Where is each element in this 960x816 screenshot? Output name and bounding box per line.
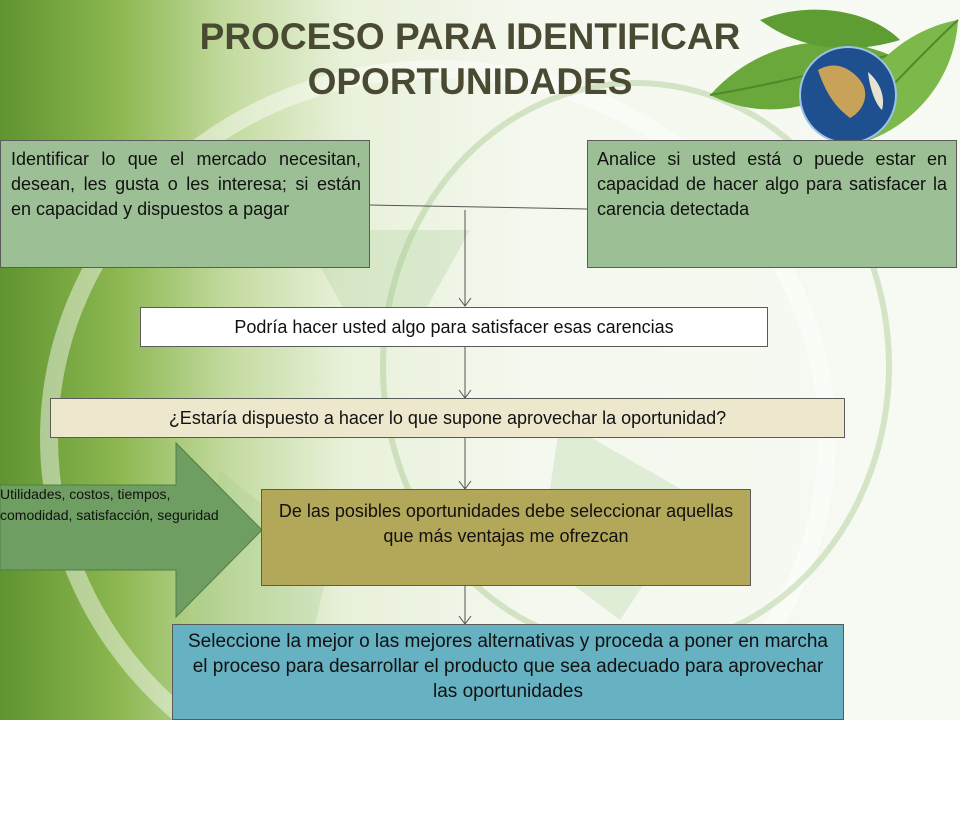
box-market-needs: Identificar lo que el mercado necesitan,… bbox=[0, 140, 370, 268]
flow-connectors bbox=[0, 204, 588, 625]
box-could-do: Podría hacer usted algo para satisfacer … bbox=[140, 307, 768, 347]
box-select-best: De las posibles oportunidades debe selec… bbox=[261, 489, 751, 586]
connector-join-line bbox=[369, 204, 588, 210]
globe-leaves-icon bbox=[709, 9, 959, 151]
criteria-arrow-shape bbox=[0, 441, 263, 619]
criteria-arrow-text: Utilidades, costos, tiempos, comodidad, … bbox=[0, 486, 219, 523]
box-final: Seleccione la mejor o las mejores altern… bbox=[172, 624, 844, 720]
box-willing: ¿Estaría dispuesto a hacer lo que supone… bbox=[50, 398, 845, 438]
arrowhead-1 bbox=[458, 297, 472, 307]
page-title: PROCESO PARA IDENTIFICAR OPORTUNIDADES bbox=[199, 16, 741, 102]
box-capacity: Analice si usted está o puede estar en c… bbox=[587, 140, 957, 268]
